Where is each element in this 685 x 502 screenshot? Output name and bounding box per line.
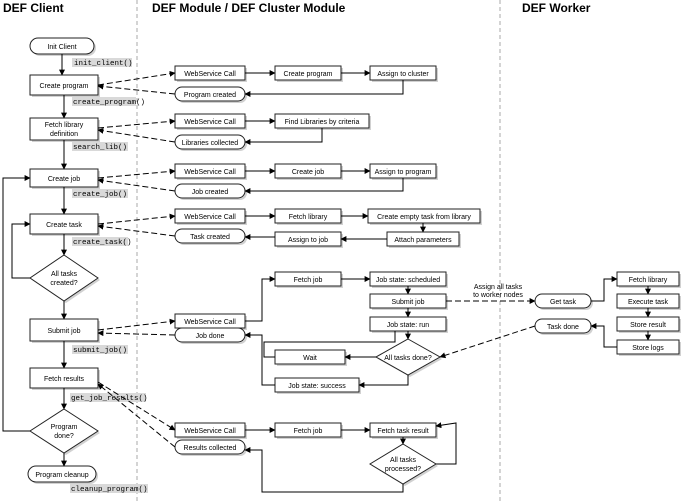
program-done-decision — [29, 408, 99, 454]
all-tasks-created-decision — [29, 254, 99, 302]
create-empty-task-label: Create empty task from library — [377, 214, 471, 221]
job-state-run-label: Job state: run — [387, 322, 430, 329]
results-collected-label: Results collected — [184, 445, 237, 452]
all-tasks-processed-decision — [369, 443, 437, 485]
init-client-call: init_client() — [74, 60, 133, 68]
client-fetch-results-label: Fetch results — [44, 376, 85, 383]
ws-call-5-label: WebService Call — [184, 319, 236, 326]
program-cleanup-label: Program cleanup — [35, 472, 88, 479]
ws-call-2-label: WebService Call — [184, 119, 236, 126]
module-create-job-label: Create job — [292, 169, 324, 176]
worker-fetch-library-label: Fetch library — [629, 277, 668, 284]
header-client: DEF Client — [3, 1, 64, 15]
wait-label: Wait — [303, 355, 317, 362]
client-create-program-label: Create program — [39, 83, 88, 90]
cleanup-program-call: cleanup_program() — [71, 486, 148, 494]
all-tasks-done-label: All tasks done? — [384, 355, 432, 362]
store-result-label: Store result — [630, 322, 666, 329]
find-libraries-label: Find Libraries by criteria — [285, 119, 360, 126]
create-job-call: create_job() — [73, 191, 127, 199]
create-task-call: create_task() — [73, 239, 132, 247]
all-tasks-processed-label-2: processed? — [385, 466, 421, 473]
program-done-label-1: Program — [51, 424, 78, 431]
fetch-job-1-label: Fetch job — [294, 277, 323, 284]
assign-all-tasks-label-1: Assign all tasks — [474, 284, 523, 291]
job-state-scheduled-label: Job state: scheduled — [376, 277, 440, 284]
client-create-task-label: Create task — [46, 222, 82, 229]
job-done-label: Job done — [196, 333, 225, 340]
job-state-success-label: Job state: success — [288, 383, 346, 390]
program-created-label: Program created — [184, 92, 236, 99]
ws-call-1-label: WebService Call — [184, 71, 236, 78]
module-fetch-library-label: Fetch library — [289, 214, 328, 221]
ws-call-3-label: WebService Call — [184, 169, 236, 176]
module-submit-job-label: Submit job — [391, 299, 424, 306]
client-fetch-library-label-1: Fetch library — [45, 122, 84, 129]
init-client-label: Init Client — [47, 44, 76, 51]
client-fetch-library-label-2: definition — [50, 131, 78, 138]
all-tasks-created-label-1: All tasks — [51, 271, 78, 278]
assign-to-cluster-label: Assign to cluster — [377, 71, 429, 78]
ws-call-6-label: WebService Call — [184, 428, 236, 435]
module-create-program-label: Create program — [283, 71, 332, 78]
libraries-collected-label: Libraries collected — [182, 140, 239, 147]
all-tasks-created-label-2: created? — [50, 280, 77, 287]
assign-to-program-label: Assign to program — [375, 169, 432, 176]
header-module: DEF Module / DEF Cluster Module — [152, 1, 346, 15]
fetch-job-2-label: Fetch job — [294, 428, 323, 435]
client-create-job-label: Create job — [48, 176, 80, 183]
submit-job-call: submit_job() — [73, 347, 127, 355]
search-lib-call: search_lib() — [73, 144, 127, 152]
execute-task-label: Execute task — [628, 299, 669, 306]
task-done-label: Task done — [547, 324, 579, 331]
client-submit-job-label: Submit job — [47, 328, 80, 335]
task-created-label: Task created — [190, 234, 230, 241]
job-created-label: Job created — [192, 189, 229, 196]
get-task-label: Get task — [550, 299, 577, 306]
store-logs-label: Store logs — [632, 345, 664, 352]
program-done-label-2: done? — [54, 433, 74, 440]
fetch-task-result-label: Fetch task result — [377, 428, 428, 435]
create-program-call: create_program() — [73, 99, 145, 107]
assign-all-tasks-label-2: to worker nodes — [473, 292, 523, 299]
attach-parameters-label: Attach parameters — [394, 237, 452, 244]
ws-call-4-label: WebService Call — [184, 214, 236, 221]
all-tasks-processed-label-1: All tasks — [390, 457, 417, 464]
header-worker: DEF Worker — [522, 1, 591, 15]
assign-to-job-label: Assign to job — [288, 237, 328, 244]
get-job-results-call: get_job_results() — [71, 395, 148, 403]
